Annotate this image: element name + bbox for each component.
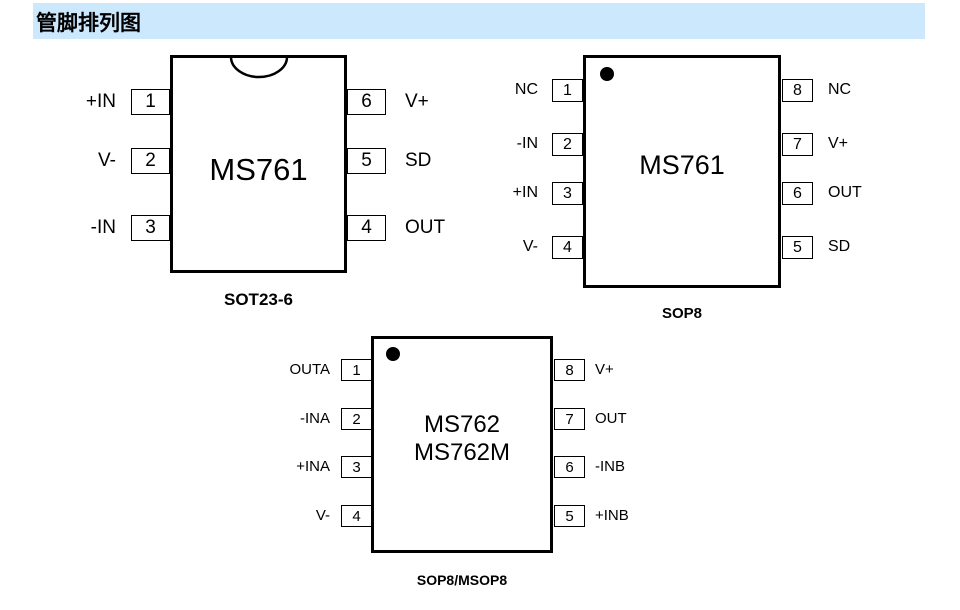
- pin-number-box: 1: [131, 89, 170, 115]
- pin-name-label: OUT: [405, 216, 446, 238]
- package-name: SOT23-6: [224, 290, 293, 309]
- chip-body-msop8: [371, 336, 553, 553]
- pin-number-box: 6: [347, 89, 386, 115]
- pin-name-label: V+: [595, 361, 614, 378]
- pin-name-label: +INB: [595, 507, 629, 524]
- pin-number-box: 4: [347, 215, 386, 241]
- orientation-notch: [229, 56, 288, 79]
- chip-body-sop8: [583, 55, 781, 288]
- part-number-line: MS762M: [413, 438, 511, 466]
- part-number-line: MS761: [209, 152, 308, 187]
- pin-number-box: 7: [554, 408, 585, 430]
- pin-number-box: 5: [782, 236, 813, 259]
- pin-number-box: 2: [131, 148, 170, 174]
- package-name: SOP8: [661, 305, 703, 322]
- pin-number-box: 4: [341, 505, 372, 527]
- chip-part-number: MS761: [170, 152, 347, 188]
- pin-name-label: +IN: [512, 183, 538, 201]
- part-number-line: MS761: [639, 150, 725, 180]
- pin-name-label: NC: [514, 80, 538, 98]
- pin-number-box: 4: [552, 236, 583, 259]
- pin-name-label: OUT: [595, 410, 627, 427]
- pin-number-box: 5: [554, 505, 585, 527]
- pin-name-label: OUTA: [289, 361, 330, 378]
- package-name: SOP8/MSOP8: [416, 572, 508, 588]
- pin1-marker-dot: [600, 67, 614, 81]
- pin-number-box: 6: [782, 182, 813, 205]
- pin-name-label: SD: [828, 237, 851, 255]
- pin-name-label: OUT: [828, 183, 862, 201]
- title-bar: 管脚排列图: [33, 3, 925, 39]
- pin-number-box: 2: [552, 133, 583, 156]
- pin-number-box: 3: [131, 215, 170, 241]
- pin-number-box: 1: [552, 79, 583, 102]
- pin1-marker-dot: [386, 347, 400, 361]
- pin-name-label: -INA: [300, 410, 330, 427]
- pin-name-label: V-: [98, 149, 116, 171]
- pin-name-label: V-: [315, 507, 330, 524]
- pin-name-label: V+: [828, 134, 849, 152]
- pin-name-label: V+: [405, 90, 429, 112]
- page-title: 管脚排列图: [36, 10, 141, 35]
- pin-name-label: -IN: [516, 134, 538, 152]
- pin-number-box: 5: [347, 148, 386, 174]
- pin-number-box: 8: [554, 359, 585, 381]
- pin-name-label: -INB: [595, 458, 625, 475]
- chip-body-sot23: [170, 55, 347, 273]
- pin-name-label: NC: [828, 80, 852, 98]
- pin-number-box: 8: [782, 79, 813, 102]
- pin-name-label: V-: [522, 237, 538, 255]
- part-number-line: MS762: [423, 411, 501, 438]
- pin-number-box: 3: [341, 456, 372, 478]
- pin-number-box: 2: [341, 408, 372, 430]
- pin-name-label: +INA: [296, 458, 330, 475]
- pin-name-label: SD: [405, 149, 432, 171]
- pin-name-label: +IN: [85, 90, 116, 112]
- pin-number-box: 1: [341, 359, 372, 381]
- pin-name-label: -IN: [90, 216, 116, 238]
- chip-part-number: MS761: [583, 150, 781, 181]
- pin-number-box: 7: [782, 133, 813, 156]
- pin-number-box: 6: [554, 456, 585, 478]
- pin-number-box: 3: [552, 182, 583, 205]
